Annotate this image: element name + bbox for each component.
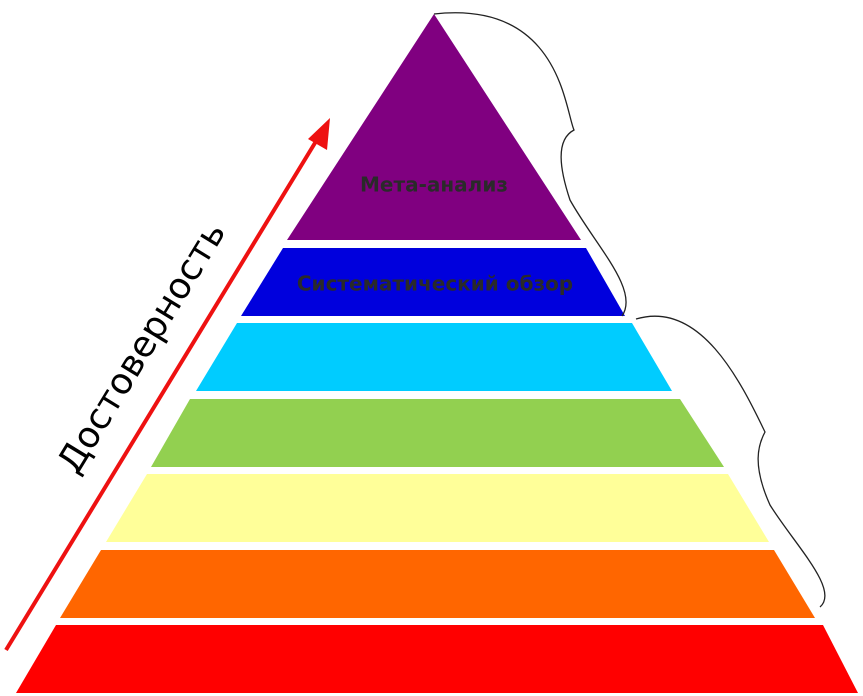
tier-7 — [16, 625, 858, 693]
brace-top — [433, 12, 627, 317]
brace-bottom — [635, 315, 826, 608]
tier-6 — [60, 550, 815, 618]
tier-4 — [151, 399, 724, 467]
reliability-arrow — [4, 118, 330, 652]
arrow-shaft — [4, 136, 320, 652]
tier-meta-analysis — [287, 14, 581, 240]
tier-3 — [196, 323, 672, 391]
tier-systematic-review — [241, 248, 625, 316]
pyramid — [16, 14, 858, 693]
tier-label-systematic-review: Систематический обзор — [297, 272, 573, 296]
tier-label-meta-analysis: Мета-анализ — [360, 173, 508, 197]
tier-5 — [106, 474, 769, 542]
arrow-head — [308, 118, 330, 150]
